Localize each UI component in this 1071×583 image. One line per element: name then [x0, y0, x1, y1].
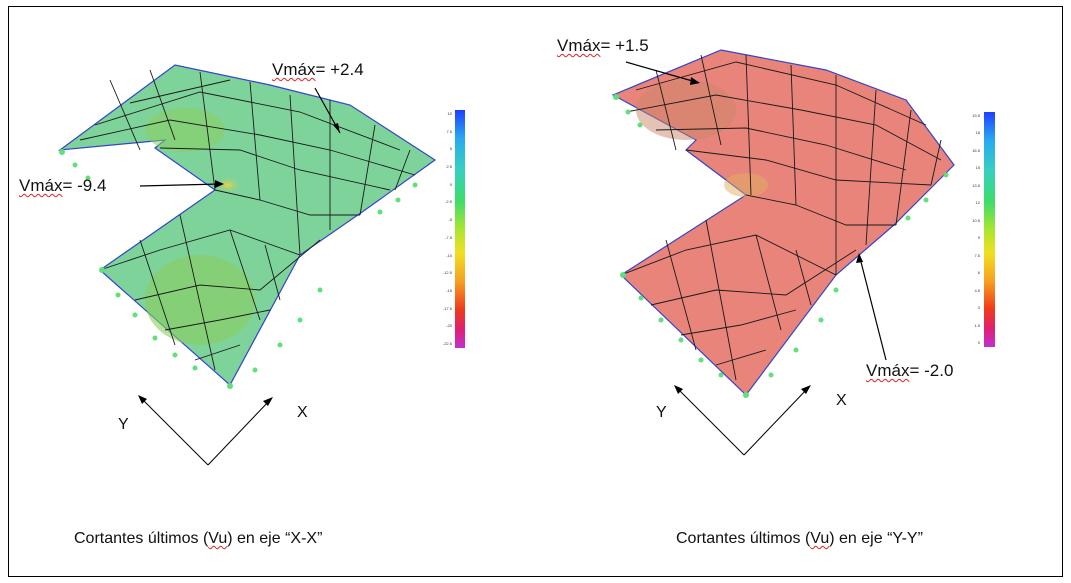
axis-y-label: Y — [656, 404, 667, 421]
scale-tick-label: 10.5 — [972, 217, 980, 223]
scale-tick-label: 15 — [975, 165, 980, 171]
scale-tick-label: 0 — [449, 181, 452, 187]
scale-tick-label: 18 — [975, 130, 980, 136]
scale-tick-label: 10 — [447, 111, 452, 116]
scale-tick-label: 7.5 — [446, 128, 452, 134]
scale-tick-label: 6 — [977, 270, 980, 276]
scale-tick-label: 13.5 — [972, 182, 980, 188]
scale-tick-label: -10 — [446, 252, 452, 258]
scale-tick-label: 3 — [977, 305, 980, 311]
scale-ticks: 19.5 18 16.5 15 13.5 12 10.5 9 7.5 6 4.5 3 1.5 0 — [958, 114, 980, 347]
scale-tick-label: 2.5 — [446, 164, 452, 170]
scale-tick-label: -22.5 — [442, 341, 452, 346]
annotation-vmax-bottom: Vmáx= -2.0 — [866, 361, 954, 380]
scale-tick-label: 0 — [977, 340, 980, 345]
scale-tick-label: -17.5 — [442, 305, 452, 311]
axis-y-line — [139, 396, 209, 466]
axis-x-line — [743, 387, 809, 456]
scale-tick-label: 1.5 — [974, 322, 980, 328]
scale-tick-label: 12 — [975, 200, 980, 206]
scale-tick-label: 4.5 — [974, 287, 980, 293]
mesh-plot-x — [57, 64, 465, 466]
arrow-top — [625, 61, 697, 83]
color-scale-bar — [455, 110, 465, 348]
scale-tick-label: -5 — [448, 217, 452, 223]
scale-tick-label: -7.5 — [445, 234, 452, 240]
caption-shear-x: Cortantes últimos (Vu) en eje “X-X” — [74, 530, 323, 547]
mesh-plot-y — [611, 49, 995, 456]
figure-frame — [8, 6, 1063, 577]
scale-tick-label: 5 — [449, 146, 452, 152]
annotation-vmax-top: Vmáx= +2.4 — [272, 60, 364, 79]
axis-x-line — [207, 399, 271, 466]
scale-tick-label: -15 — [446, 287, 452, 293]
color-scale-bar — [984, 112, 995, 347]
scale-tick-label: 16.5 — [972, 147, 980, 153]
annotation-vmax-top: Vmáx= +1.5 — [557, 36, 649, 55]
scale-tick-label: -20 — [446, 323, 452, 329]
scale-tick-label: 9 — [977, 235, 980, 241]
scale-tick-label: 19.5 — [972, 113, 980, 118]
axis-y-label: Y — [118, 416, 129, 433]
supports — [613, 94, 949, 398]
scale-tick-label: -2.5 — [445, 199, 452, 205]
arrow-bottom — [859, 257, 887, 361]
mesh-grid — [620, 54, 942, 381]
axis-x-label: X — [836, 392, 847, 409]
axis-y-line — [675, 386, 745, 456]
supports — [59, 149, 418, 389]
axis-x-label: X — [297, 404, 308, 421]
arrow-left — [139, 183, 221, 187]
mesh-grid — [79, 69, 416, 371]
scale-tick-label: -12.5 — [442, 270, 452, 276]
panel-shear-y: 19.5 18 16.5 15 13.5 12 10.5 9 7.5 6 4.5 3 1.5 0 Vmáx… — [536, 0, 1071, 583]
scale-ticks: 10 7.5 5 2.5 0 -2.5 -5 -7.5 -10 -12.5 -15 -17.5 -20 -… — [430, 112, 452, 348]
caption-shear-y: Cortantes últimos (Vu) en eje “Y-Y” — [676, 530, 923, 547]
slab-shape — [57, 64, 437, 386]
scale-tick-label: 7.5 — [974, 252, 980, 258]
annotation-vmax-left: Vmáx= -9.4 — [19, 176, 107, 195]
panel-shear-x: 10 7.5 5 2.5 0 -2.5 -5 -7.5 -10 -12.5 -15 -17.5 -20 -… — [19, 60, 465, 547]
